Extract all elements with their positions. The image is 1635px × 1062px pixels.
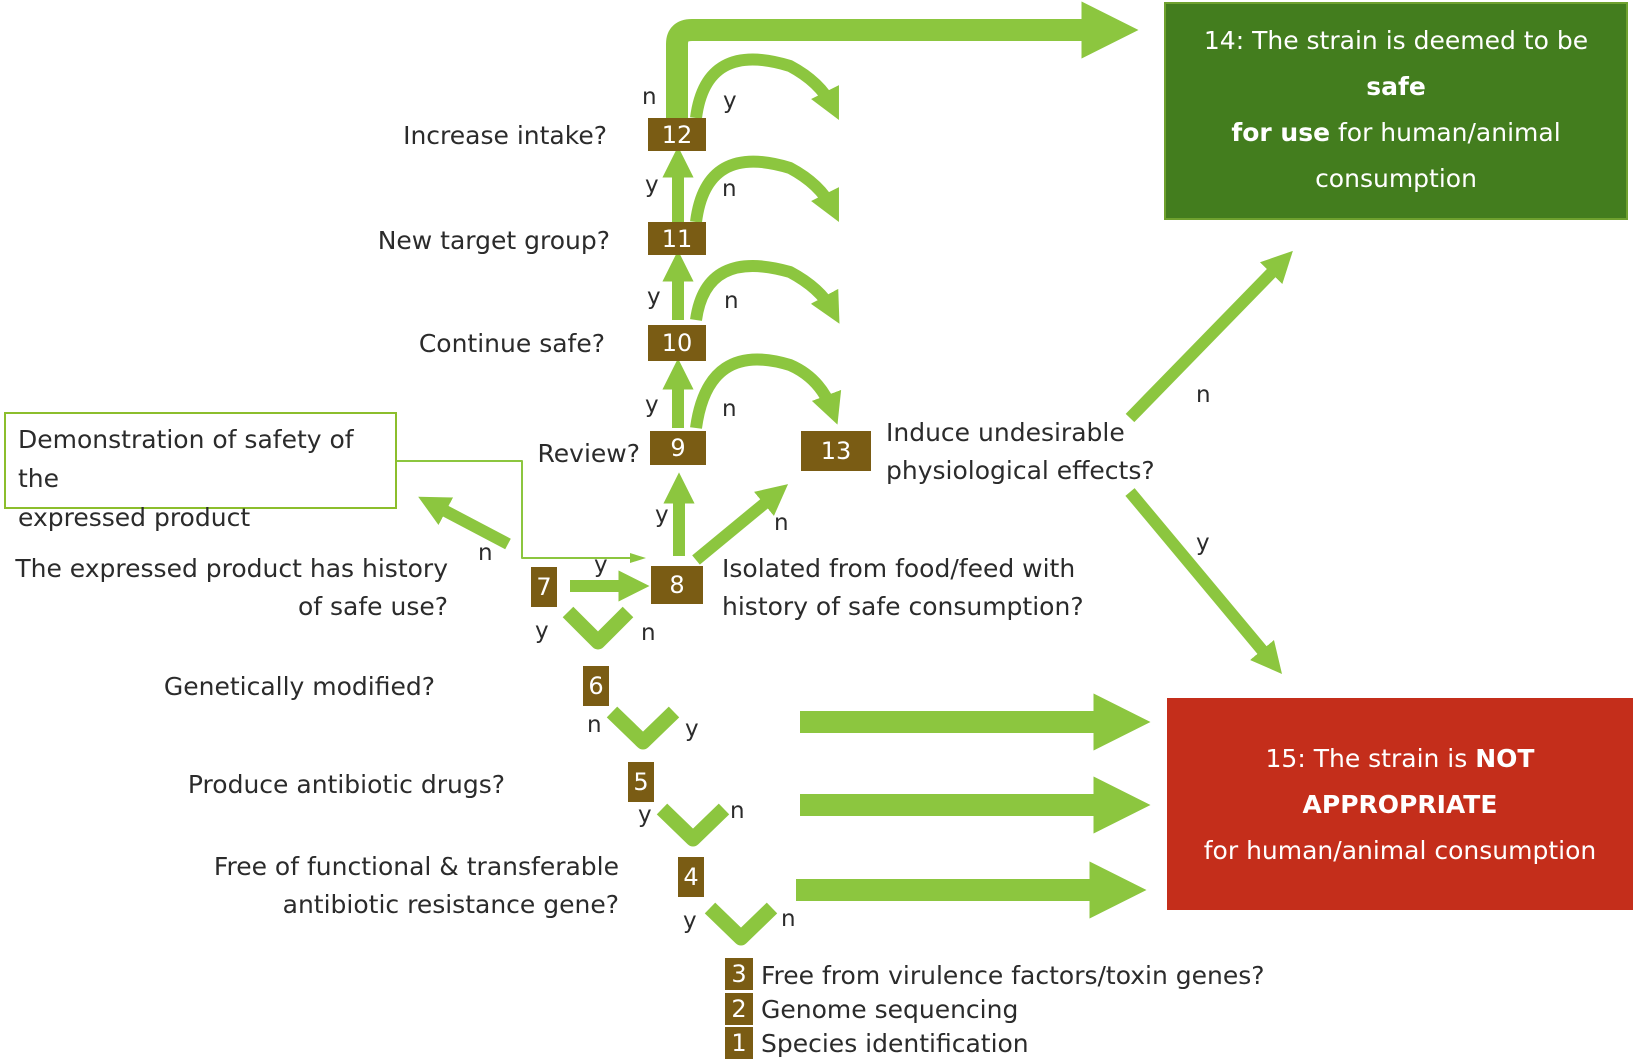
chevron-6-7 — [562, 606, 634, 650]
safe-suffix-text: for human/animal — [1330, 118, 1561, 147]
demonstration-box: Demonstration of safety of the expressed… — [4, 412, 397, 532]
label-n-6: n — [587, 712, 602, 738]
arrow-12-to-14 — [666, 1, 1139, 118]
question-8-line1: Isolated from food/feed with — [722, 554, 1076, 583]
notapp-line1: 15: The strain is NOT APPROPRIATE — [1167, 736, 1633, 828]
question-7: The expressed product has history of saf… — [15, 550, 448, 626]
label-n-12: n — [642, 84, 657, 110]
label-n-4: n — [781, 906, 796, 932]
label-n-10: n — [724, 288, 739, 314]
label-y-12: y — [723, 88, 737, 114]
label-y-11: y — [645, 172, 659, 198]
question-9: Review? — [537, 439, 640, 468]
outcome-safe-line2: for use for human/animal — [1176, 110, 1616, 156]
step-box-6: 6 — [583, 666, 609, 706]
question-4-line2: antibiotic resistance gene? — [282, 890, 619, 919]
step-box-2: 2 — [725, 993, 753, 1025]
label-n-13: n — [1196, 382, 1211, 408]
step-box-12: 12 — [648, 118, 706, 151]
label-species: Species identification — [761, 1029, 1029, 1058]
curve-10-n — [690, 260, 840, 324]
label-y-4: y — [683, 908, 697, 934]
label-n-9: n — [722, 396, 737, 422]
safe-for-use-text: for use — [1231, 118, 1331, 147]
question-4: Free of functional & transferable antibi… — [214, 848, 619, 924]
curve-9-to-13 — [690, 353, 842, 429]
arrow-7-to-demo — [418, 496, 511, 550]
connector-demo-to-8 — [397, 460, 630, 559]
curve-11-n — [690, 155, 839, 223]
question-13-line1: Induce undesirable — [886, 418, 1125, 447]
outcome-safe-line1: 14: The strain is deemed to be safe — [1176, 18, 1616, 110]
question-13-line2: physiological effects? — [886, 456, 1155, 485]
connector-demo-to-8-head — [630, 553, 646, 563]
step-box-8: 8 — [651, 566, 703, 604]
question-4-line1: Free of functional & transferable — [213, 852, 619, 881]
label-y-7: y — [535, 618, 549, 644]
step-box-13: 13 — [801, 431, 871, 471]
safe-bold-text: safe — [1366, 72, 1426, 101]
chevron-3-4 — [704, 902, 778, 946]
label-n-7-left: n — [478, 540, 493, 566]
question-7-line2: of safe use? — [297, 592, 448, 621]
label-y-9: y — [645, 392, 659, 418]
step-box-11: 11 — [648, 222, 706, 255]
question-12: Increase intake? — [403, 121, 607, 150]
safe-line3-text: consumption — [1315, 164, 1477, 193]
label-y-10: y — [647, 284, 661, 310]
step-box-10: 10 — [648, 325, 706, 361]
chevron-4-5 — [656, 803, 730, 847]
question-13: Induce undesirable physiological effects… — [886, 414, 1155, 490]
label-y-6: y — [685, 716, 699, 742]
demo-line2: expressed product — [18, 503, 251, 532]
notapp-prefix-text: 15: The strain is — [1265, 744, 1476, 773]
arrow-13-to-14 — [1125, 250, 1293, 423]
label-n-7-down: n — [641, 620, 656, 646]
question-10: Continue safe? — [418, 329, 605, 358]
step-box-4: 4 — [678, 857, 704, 897]
question-6: Genetically modified? — [163, 672, 435, 701]
label-y-13: y — [1196, 530, 1210, 556]
label-genome: Genome sequencing — [761, 995, 1019, 1024]
question-8-line2: history of safe consumption? — [722, 592, 1084, 621]
demo-line1: Demonstration of safety of the — [18, 425, 354, 493]
outcome-safe-box: 14: The strain is deemed to be safe for … — [1164, 2, 1628, 220]
label-y-5: y — [638, 802, 652, 828]
arrow-13-to-15 — [1125, 488, 1283, 674]
step-box-7: 7 — [531, 567, 557, 607]
step-box-3: 3 — [725, 958, 753, 990]
question-7-line1: The expressed product has history — [15, 554, 448, 583]
label-n-5: n — [730, 798, 745, 824]
arrow-8-to-13 — [692, 484, 789, 565]
question-5: Produce antibiotic drugs? — [187, 770, 505, 799]
label-y-7-right: y — [594, 552, 608, 578]
outcome-not-appropriate-box: 15: The strain is NOT APPROPRIATE for hu… — [1167, 698, 1633, 910]
notapp-bold-text: NOT APPROPRIATE — [1302, 744, 1535, 819]
curve-12-y — [690, 53, 839, 120]
safe-prefix-text: 14: The strain is deemed to be — [1203, 26, 1589, 55]
chevron-5-6 — [606, 706, 680, 750]
question-11: New target group? — [377, 226, 610, 255]
step-box-9: 9 — [650, 431, 706, 465]
label-n-8: n — [774, 510, 789, 536]
question-8: Isolated from food/feed with history of … — [722, 550, 1084, 626]
notapp-line2-text: for human/animal consumption — [1203, 836, 1597, 865]
step-box-1: 1 — [725, 1027, 753, 1059]
label-virulence: Free from virulence factors/toxin genes? — [761, 961, 1265, 990]
step-box-5: 5 — [628, 762, 654, 802]
label-n-11: n — [722, 176, 737, 202]
label-y-8: y — [655, 502, 669, 528]
